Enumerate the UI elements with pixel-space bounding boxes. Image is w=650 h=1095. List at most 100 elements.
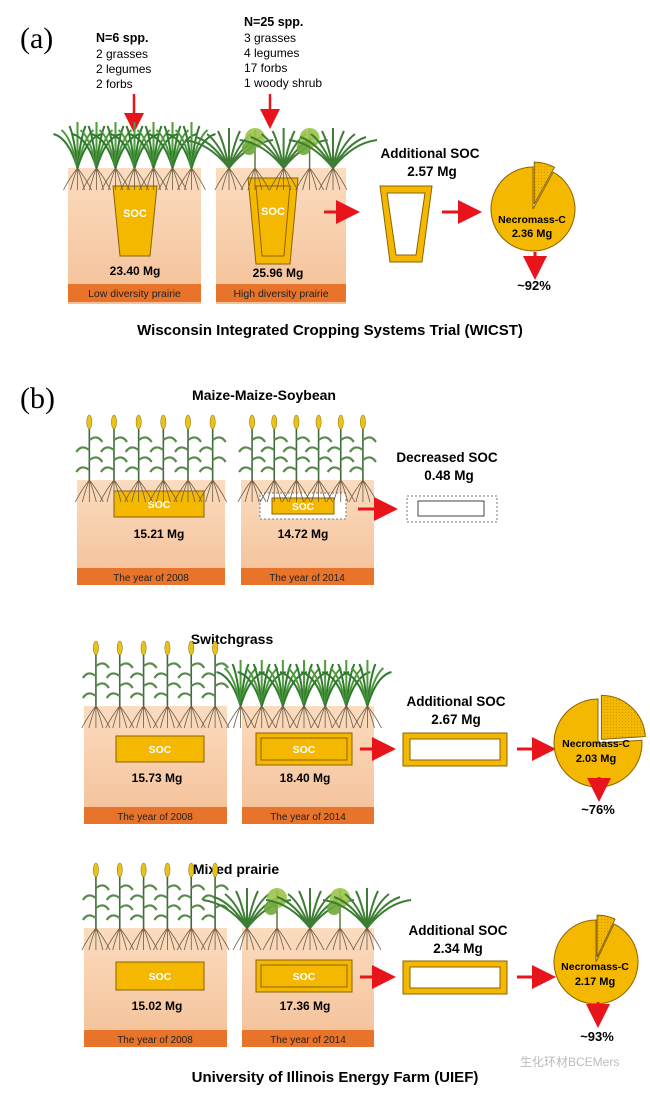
low-species-line: 2 forbs — [96, 77, 133, 91]
maize-plant — [81, 862, 111, 951]
block-caption: The year of 2014 — [269, 573, 345, 584]
grass-clump — [53, 122, 102, 191]
panel-b-label: (b) — [20, 382, 55, 415]
panel-a-label: (a) — [20, 22, 53, 55]
maize-plant — [200, 862, 230, 951]
maize-plant — [176, 640, 206, 729]
maize-plant — [237, 414, 267, 503]
maize-plant — [259, 414, 289, 503]
mixed-plants — [184, 128, 378, 191]
block-caption: The year of 2014 — [270, 812, 346, 823]
rotation-title-mms: Maize-Maize-Soybean — [192, 387, 336, 403]
soc-inner-outline — [255, 185, 291, 257]
maize-plant — [282, 414, 311, 503]
high-species-line: 3 grasses — [244, 31, 296, 45]
soc-value: 18.40 Mg — [280, 771, 331, 785]
low-species-title: N=6 spp. — [96, 31, 148, 45]
maize-plant — [129, 640, 158, 729]
maize-plant — [153, 640, 182, 729]
maize-plant — [176, 862, 206, 951]
low-diversity-block: Low diversity prairie SOC 23.40 Mg — [53, 122, 216, 304]
prairie-plant — [295, 128, 324, 191]
maize-plant — [148, 414, 178, 503]
decreased-soc-title: Decreased SOC — [396, 450, 498, 465]
necromass-value: 2.03 Mg — [576, 753, 616, 765]
soc-label: SOC — [148, 499, 171, 511]
site-title-uief: University of Illinois Energy Farm (UIEF… — [192, 1069, 479, 1086]
maize-plant — [198, 414, 228, 503]
caption-bar — [216, 284, 346, 302]
prairie-plant — [265, 888, 355, 951]
necromass-label: Necromass-C — [561, 961, 629, 973]
additional-soc-hollow — [409, 738, 501, 761]
switchgrass-plants — [216, 660, 392, 729]
rotation-title-mixed: Mixed prairie — [193, 861, 280, 877]
high-species-title: N=25 spp. — [244, 15, 303, 29]
soc-label: SOC — [261, 206, 285, 218]
maize-plant — [153, 862, 182, 951]
block-caption: Low diversity prairie — [88, 288, 181, 300]
maize-plant — [326, 414, 356, 503]
soc-label: SOC — [293, 744, 316, 756]
additional-soc-value: 2.34 Mg — [433, 941, 483, 956]
block-caption: High diversity prairie — [233, 288, 328, 300]
necromass-percent: ~92% — [517, 278, 551, 293]
additional-soc-hollow — [386, 192, 426, 256]
soc-value: 15.73 Mg — [132, 771, 183, 785]
soc-label: SOC — [123, 208, 147, 220]
maize-plant — [200, 640, 230, 729]
caption-bar — [77, 568, 225, 585]
grass-clump — [110, 122, 159, 191]
additional-soc-title: Additional SOC — [381, 146, 480, 161]
decreased-soc-box — [417, 500, 485, 517]
caption-bar — [84, 807, 227, 824]
prairie-plant — [288, 128, 378, 191]
soc-value: 25.96 Mg — [253, 266, 304, 280]
additional-soc-value: 2.67 Mg — [431, 712, 481, 727]
caption-bar — [242, 807, 374, 824]
necromass-pie — [553, 694, 646, 788]
soc-value: 14.72 Mg — [278, 527, 329, 541]
caption-bar — [68, 284, 201, 302]
mms-2014-block: The year of 2014 SOC 14.72 Mg — [237, 414, 378, 585]
high-species-line: 17 forbs — [244, 61, 287, 75]
caption-bar — [84, 1030, 227, 1047]
mixed-2008-block: The year of 2008 SOC 15.02 Mg — [81, 862, 230, 1047]
grass-clump — [72, 122, 121, 191]
soc-label: SOC — [149, 744, 172, 756]
additional-soc-value: 2.57 Mg — [407, 164, 457, 179]
additional-soc-title: Additional SOC — [409, 923, 508, 938]
soc-bar — [115, 961, 205, 991]
watermark: 生化环材BCEMers — [520, 1055, 619, 1069]
maize-plant — [99, 414, 129, 503]
soc-inner-outline — [260, 737, 348, 761]
switchgrass-2014-block: The year of 2014 SOC 18.40 Mg — [216, 660, 392, 824]
pie-slice-other — [596, 914, 616, 958]
mixed-2014-block: The year of 2014 SOC 17.36 Mg — [202, 888, 412, 1047]
necromass-value: 2.17 Mg — [575, 976, 615, 988]
necromass-percent: ~93% — [580, 1029, 614, 1044]
grass-clump — [343, 660, 392, 729]
block-caption: The year of 2008 — [117, 812, 193, 823]
soc-bar — [115, 735, 205, 763]
pie-slice-necromass — [490, 166, 576, 252]
mms-2008-block: The year of 2008 SOC 15.21 Mg — [74, 414, 228, 585]
necromass-pie — [490, 161, 576, 252]
maize-plant — [81, 640, 111, 729]
maize-plant — [105, 862, 135, 951]
maize-plant — [129, 862, 158, 951]
pie-slice-necromass — [553, 698, 643, 788]
necromass-label: Necromass-C — [562, 738, 630, 750]
switchgrass-2008-block: The year of 2008 SOC 15.73 Mg — [81, 640, 230, 824]
caption-bar — [241, 568, 374, 585]
prairie-plant — [325, 888, 355, 951]
low-species-line: 2 legumes — [96, 62, 151, 76]
high-species-line: 1 woody shrub — [244, 76, 322, 90]
soc-inner-outline — [260, 964, 348, 988]
soc-value: 17.36 Mg — [280, 999, 331, 1013]
pie-slice-necromass — [553, 919, 639, 1005]
block-caption: The year of 2008 — [117, 1035, 193, 1046]
soc-bar — [113, 490, 205, 518]
necromass-percent: ~76% — [581, 802, 615, 817]
